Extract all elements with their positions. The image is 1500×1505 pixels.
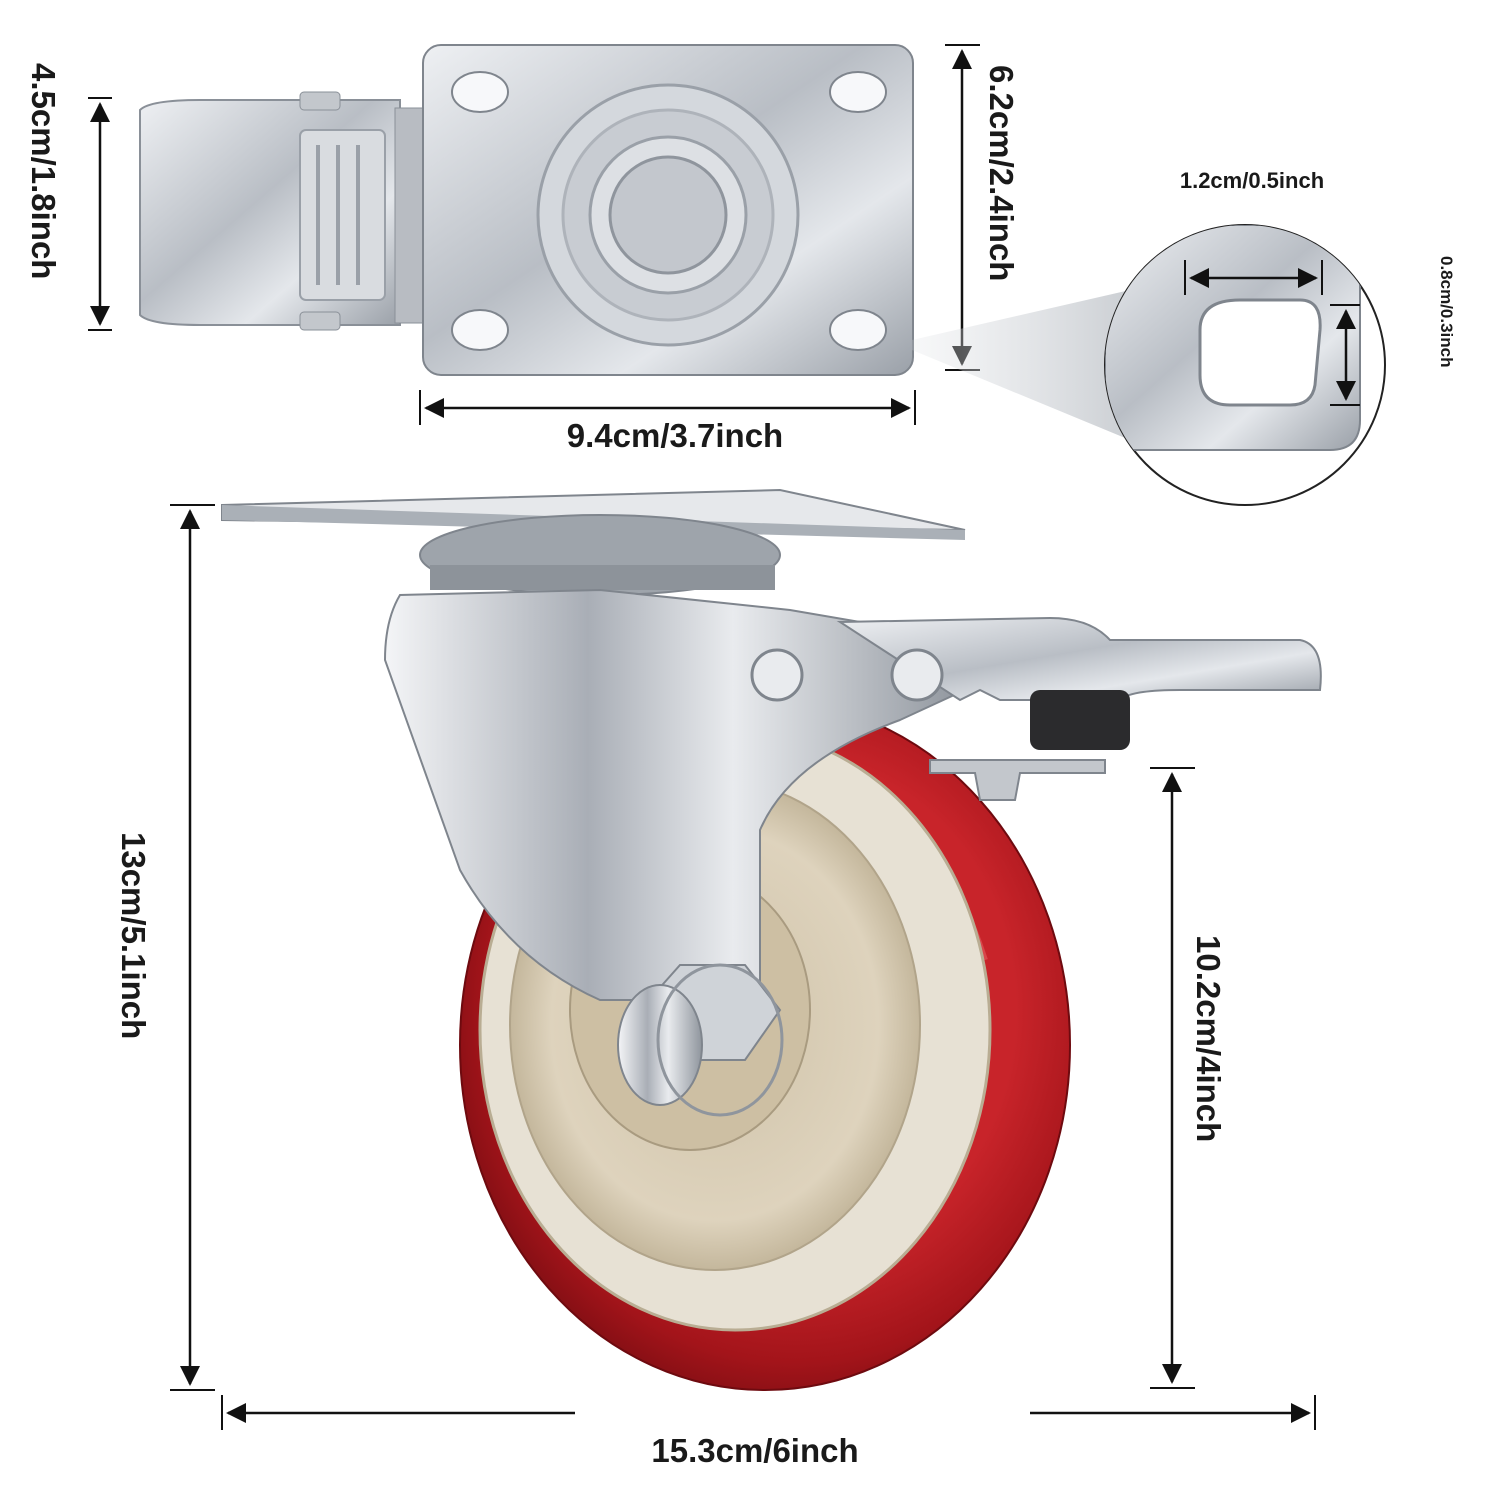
label-caster-length: 15.3cm/6inch <box>651 1432 858 1469</box>
label-plate-total-height: 6.2cm/2.4inch <box>983 65 1020 281</box>
label-caster-height: 13cm/5.1inch <box>115 832 152 1039</box>
dim-plate-total-height: 6.2cm/2.4inch <box>945 44 1020 371</box>
brake-pad <box>1030 690 1130 750</box>
brake-lever <box>836 616 1322 801</box>
dim-wheel-diameter: 10.2cm/4inch <box>1150 767 1227 1389</box>
mount-hole <box>829 71 887 113</box>
mount-hole <box>451 309 509 351</box>
caster-side-view <box>221 488 1322 1391</box>
label-wheel-diameter: 10.2cm/4inch <box>1190 935 1227 1142</box>
rivet <box>890 648 944 702</box>
mount-hole <box>451 71 509 113</box>
hole-detail: 1.2cm/0.5inch 0.8cm/0.3inch <box>912 168 1456 506</box>
top-view-plate <box>139 44 914 376</box>
mount-hole <box>829 309 887 351</box>
oval-mount-hole <box>1198 298 1322 407</box>
brake-lever-top <box>139 91 424 331</box>
dim-plate-height: 4.5cm/1.8inch <box>25 63 112 331</box>
rivet <box>750 648 804 702</box>
label-hole-width: 1.2cm/0.5inch <box>1180 168 1324 193</box>
caster-fork <box>383 588 966 1001</box>
dim-caster-length: 15.3cm/6inch <box>221 1395 1316 1469</box>
wheel-axle <box>617 963 784 1117</box>
dim-plate-width: 9.4cm/3.7inch <box>419 390 916 454</box>
label-plate-height: 4.5cm/1.8inch <box>25 63 62 279</box>
label-hole-height: 0.8cm/0.3inch <box>1437 256 1456 368</box>
dim-caster-height: 13cm/5.1inch <box>115 504 215 1391</box>
label-plate-width: 9.4cm/3.7inch <box>567 417 783 454</box>
